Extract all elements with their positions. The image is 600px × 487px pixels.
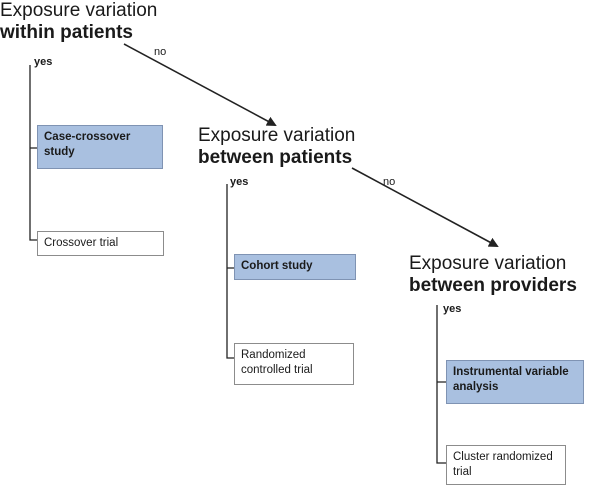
between-providers-heading-line1: Exposure variation bbox=[409, 253, 567, 274]
between-patients-heading-line2: between patients bbox=[198, 147, 353, 168]
between-providers-yes-label: yes bbox=[443, 303, 462, 315]
between-patients-no-arrow bbox=[351, 167, 499, 247]
between-providers-heading-line2: between providers bbox=[409, 275, 577, 296]
crossover-trial-box: Crossover trial bbox=[37, 231, 164, 256]
between-providers-branch-line bbox=[436, 305, 446, 464]
between-patients-no-label: no bbox=[383, 176, 396, 188]
within-patients-heading: Exposure variation within patients bbox=[0, 0, 157, 44]
between-patients-branch-line bbox=[226, 184, 234, 359]
within-patients-branch-line bbox=[29, 65, 37, 241]
cohort-study-box: Cohort study bbox=[234, 254, 356, 280]
cluster-randomized-trial-box: Cluster randomized trial bbox=[446, 445, 566, 485]
between-patients-yes-label: yes bbox=[230, 176, 249, 188]
within-patients-heading-line2: within patients bbox=[0, 22, 133, 43]
instrumental-variable-analysis-box: Instrumental variable analysis bbox=[446, 360, 584, 404]
within-patients-heading-line1: Exposure variation bbox=[0, 0, 158, 21]
case-crossover-study-box: Case-crossover study bbox=[37, 125, 163, 169]
within-no-arrow bbox=[123, 43, 277, 126]
between-providers-heading: Exposure variation between providers bbox=[409, 253, 577, 297]
between-patients-heading: Exposure variation between patients bbox=[198, 125, 355, 169]
between-patients-heading-line1: Exposure variation bbox=[198, 125, 356, 146]
randomized-controlled-trial-box: Randomized controlled trial bbox=[234, 343, 354, 385]
within-no-label: no bbox=[154, 46, 167, 58]
within-yes-label: yes bbox=[34, 56, 53, 68]
